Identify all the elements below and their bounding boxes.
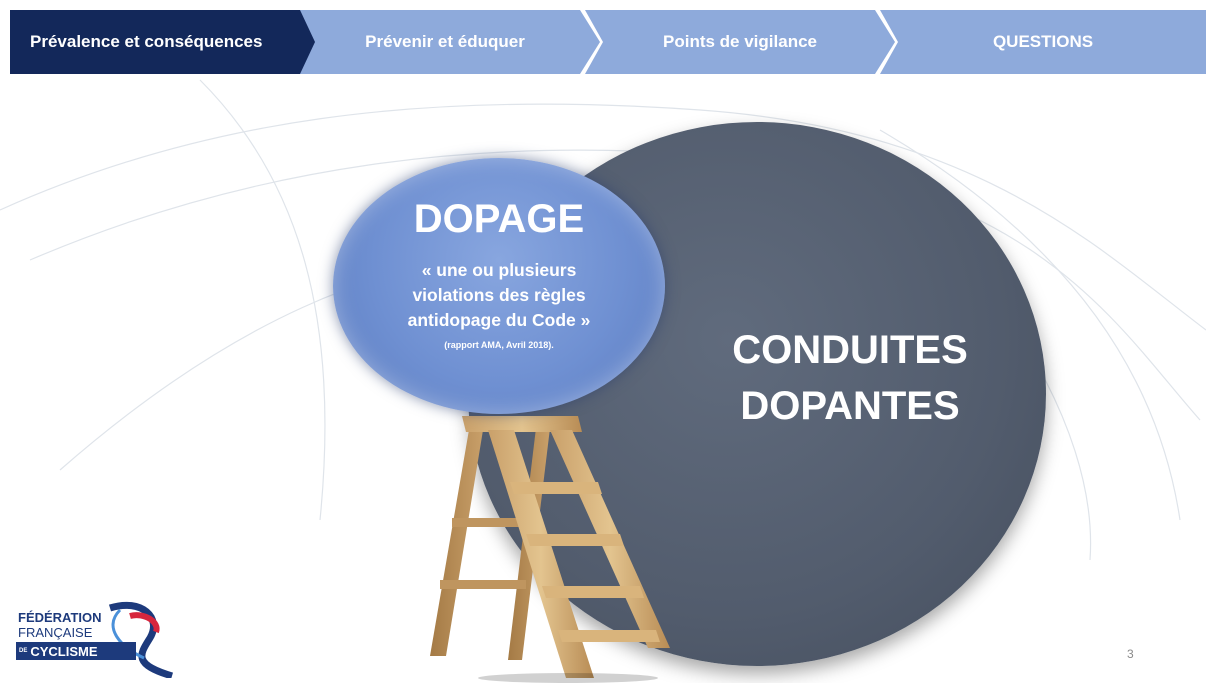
logo-cyclisme-bar: DE CYCLISME (16, 642, 136, 660)
logo-line-1: FÉDÉRATION (18, 610, 102, 625)
ffc-logo-swoosh-icon (108, 601, 174, 678)
nav-step-questions[interactable]: QUESTIONS (880, 10, 1206, 74)
conduites-dopantes-text: CONDUITES DOPANTES (640, 322, 1060, 434)
nav-step-label: Prévenir et éduquer (365, 32, 525, 51)
nav-step-prevalence[interactable]: Prévalence et conséquences (10, 10, 315, 74)
progress-navigation: Prévenir et éduquer Points de vigilance … (0, 0, 1206, 78)
logo-line-2: FRANÇAISE (18, 625, 93, 640)
nav-step-label: QUESTIONS (992, 32, 1094, 51)
logo-line-3: CYCLISME (30, 643, 98, 659)
nav-step-label: Points de vigilance (663, 32, 817, 51)
ffc-logo: FÉDÉRATION FRANÇAISE DE CYCLISME (12, 598, 182, 678)
dopage-quote-line-2: violations des règles (412, 285, 586, 305)
dopage-quote-line-1: « une ou plusieurs (421, 260, 577, 280)
nav-step-label: Prévalence et conséquences (30, 32, 263, 51)
nav-step-prevenir[interactable]: Prévenir et éduquer (290, 10, 600, 74)
conduites-line-2: DOPANTES (740, 384, 960, 428)
nav-step-vigilance[interactable]: Points de vigilance (585, 10, 895, 74)
conduites-line-1: CONDUITES (732, 328, 968, 372)
ladder-icon (430, 416, 670, 683)
dopage-source: (rapport AMA, Avril 2018). (444, 340, 554, 350)
logo-line-3-prefix: DE (19, 648, 28, 654)
page-number: 3 (1127, 647, 1134, 661)
dopage-title: DOPAGE (413, 197, 585, 241)
dopage-definition: « une ou plusieurs violations des règles… (345, 258, 653, 333)
dopage-quote-line-3: antidopage du Code » (407, 310, 591, 330)
dopage-circle (333, 158, 665, 414)
